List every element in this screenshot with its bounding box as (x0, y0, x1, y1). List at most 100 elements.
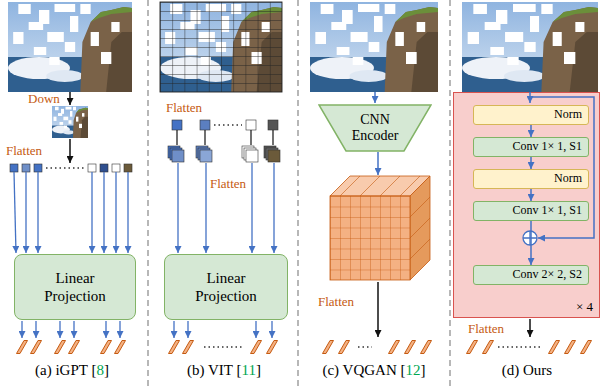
panel-separators (148, 0, 450, 387)
arrow (377, 152, 379, 175)
reference-number: 8 (96, 362, 104, 378)
embedding-tokens (169, 341, 278, 354)
embedding-tokens (323, 341, 432, 354)
graphic-part (246, 120, 256, 130)
graphic-part (255, 321, 256, 338)
operation-label: Flatten (318, 294, 354, 309)
graphic-part (119, 321, 120, 338)
graphic-part (271, 321, 272, 338)
token-lines (14, 172, 128, 253)
caption-text: (a) iGPT [ (35, 362, 96, 378)
caption-text: ] (256, 362, 261, 378)
node-text: Norm (554, 171, 582, 185)
graphic-part (31, 341, 42, 354)
operation-label: Flatten (6, 143, 42, 158)
graphic-part (410, 239, 430, 259)
graphic-part (339, 341, 350, 354)
graphic-part (173, 321, 174, 338)
operation-label: Flatten (209, 176, 247, 191)
graphic-part (115, 172, 116, 253)
graphic-part (22, 164, 30, 172)
graphic-part (323, 341, 334, 354)
panel-caption: (b) VIT [11] (187, 361, 261, 379)
graphic-part (187, 321, 188, 338)
ellipsis (358, 346, 372, 348)
graphic-part (59, 321, 60, 338)
panel-caption: (d) Ours (502, 361, 552, 379)
graphic-part (467, 341, 478, 354)
repeat-count: × 4 (576, 299, 593, 314)
graphic-part (549, 341, 560, 354)
graphic-part (105, 321, 106, 338)
patch-tokens (172, 120, 278, 130)
graphic-part (88, 164, 96, 172)
caption-text: (c) VQGAN [ (322, 362, 405, 378)
panel-caption: (a) iGPT [8] (35, 361, 109, 379)
node-text: Conv 1× 1, S1 (513, 139, 582, 153)
downsampled-image (52, 106, 88, 138)
graphic-part (17, 341, 28, 354)
projection-box: Linear Projection (14, 254, 136, 320)
graphic-part (273, 163, 274, 253)
graphic-part (172, 150, 184, 162)
graphic-part (91, 172, 92, 253)
trapezoid-shape (319, 105, 431, 151)
pixel-tokens (10, 164, 132, 172)
graphic-part (100, 164, 108, 172)
arrow (529, 319, 531, 337)
feature-cube (330, 176, 430, 280)
projection-box: Linear Projection (164, 254, 288, 320)
graphic-part (267, 341, 278, 354)
graphic-part (250, 130, 251, 145)
repeat-block: × 4NormConv 1× 1, S1NormConv 1× 1, S1Con… (453, 92, 600, 318)
embedding-tokens (17, 341, 126, 354)
graphic-part (172, 120, 182, 130)
graphic-part (268, 120, 278, 130)
graphic-part (410, 218, 430, 238)
graphic-part (330, 196, 410, 280)
graphic-part (268, 150, 280, 162)
node-text: Linear Projection (176, 269, 276, 305)
graphic-part (183, 341, 194, 354)
patch-grid (160, 2, 282, 92)
graphic-part (400, 176, 420, 196)
graphic-part (251, 163, 252, 253)
graphic-part (169, 341, 180, 354)
graphic-part (10, 164, 18, 172)
graphic-part (73, 321, 74, 338)
ellipsis (46, 167, 84, 169)
node-text: Linear Projection (25, 269, 125, 305)
graphic-part (405, 341, 416, 354)
arrow (69, 139, 71, 163)
ellipsis (498, 346, 542, 348)
token-lines (178, 163, 274, 253)
arrow (374, 92, 376, 103)
patch-lines (177, 130, 273, 145)
panel-caption: (c) VQGAN [12] (322, 361, 425, 379)
graphic-part (410, 197, 430, 217)
caption-text: ] (421, 362, 426, 378)
embedding-tokens (467, 341, 592, 354)
operation-label: Flatten (166, 100, 202, 115)
graphic-part (176, 130, 177, 145)
graphic-part (115, 341, 126, 354)
graphic-part (449, 0, 450, 387)
graphic-part (421, 341, 432, 354)
norm-box: Norm (473, 105, 589, 125)
masked-image (8, 2, 132, 92)
node-text: Conv 1× 1, S1 (513, 203, 582, 217)
graphic-part (483, 341, 494, 354)
node-text: CNN Encoder (345, 112, 405, 144)
graphic-part (389, 341, 400, 354)
graphic-part (297, 0, 298, 387)
arrow (377, 282, 379, 337)
graphic-part (340, 176, 360, 196)
node-text: Conv 2× 2, S2 (513, 267, 582, 281)
caption-text: ] (104, 362, 109, 378)
graphic-part (330, 196, 410, 280)
graphic-part (177, 163, 178, 253)
norm-box: Norm (473, 169, 589, 189)
graphic-part (35, 321, 36, 338)
conv-box: Conv 1× 1, S1 (473, 201, 589, 221)
graphic-part (14, 172, 16, 253)
